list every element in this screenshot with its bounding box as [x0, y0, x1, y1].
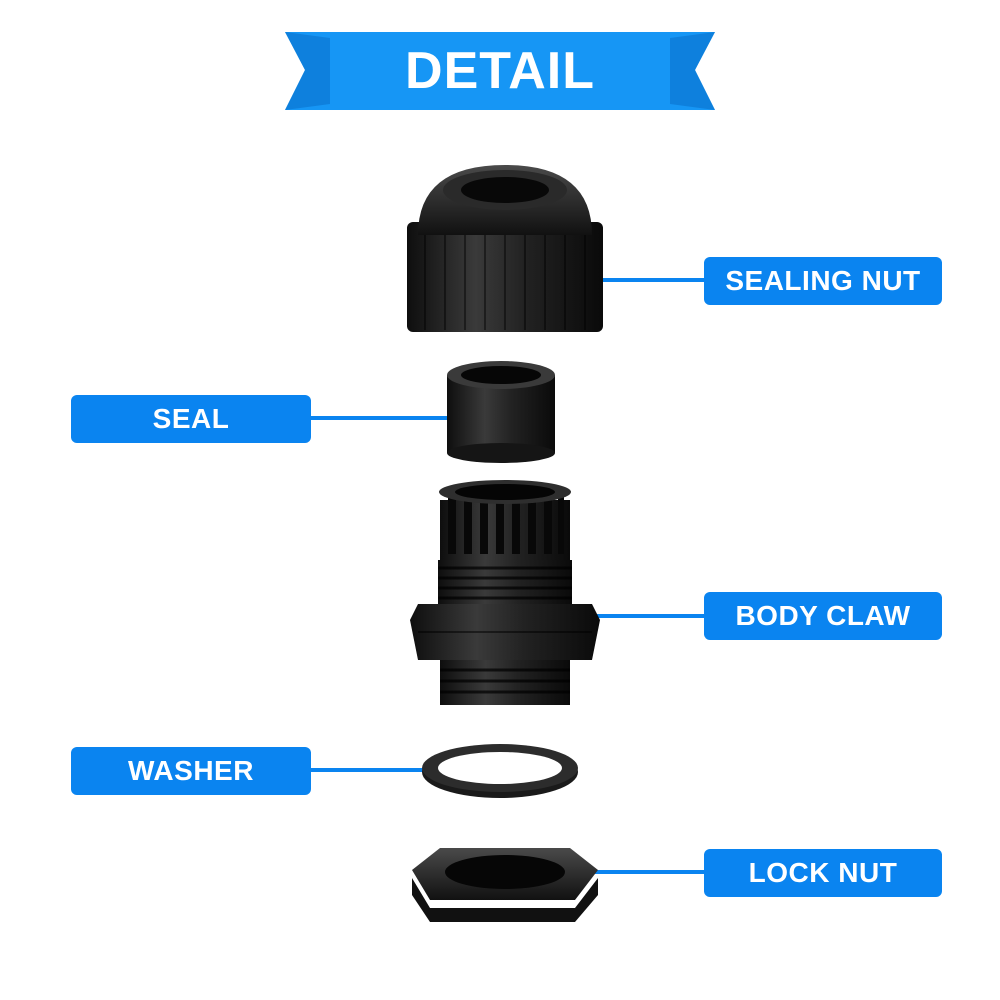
washer-illustration [422, 744, 578, 798]
sealing-nut-illustration [407, 165, 603, 332]
seal-illustration [447, 361, 555, 463]
banner [285, 32, 715, 110]
banner-fold-left [285, 32, 330, 110]
banner-ribbon [285, 32, 715, 110]
label-body-claw: BODY CLAW [704, 592, 942, 640]
lock-nut-illustration [412, 848, 598, 922]
label-washer: WASHER [71, 747, 311, 795]
banner-title: DETAIL [405, 42, 595, 100]
label-seal: SEAL [71, 395, 311, 443]
body-claw-illustration [410, 480, 600, 705]
label-lock-nut: LOCK NUT [704, 849, 942, 897]
label-sealing-nut: SEALING NUT [704, 257, 942, 305]
banner-fold-right [670, 32, 715, 110]
